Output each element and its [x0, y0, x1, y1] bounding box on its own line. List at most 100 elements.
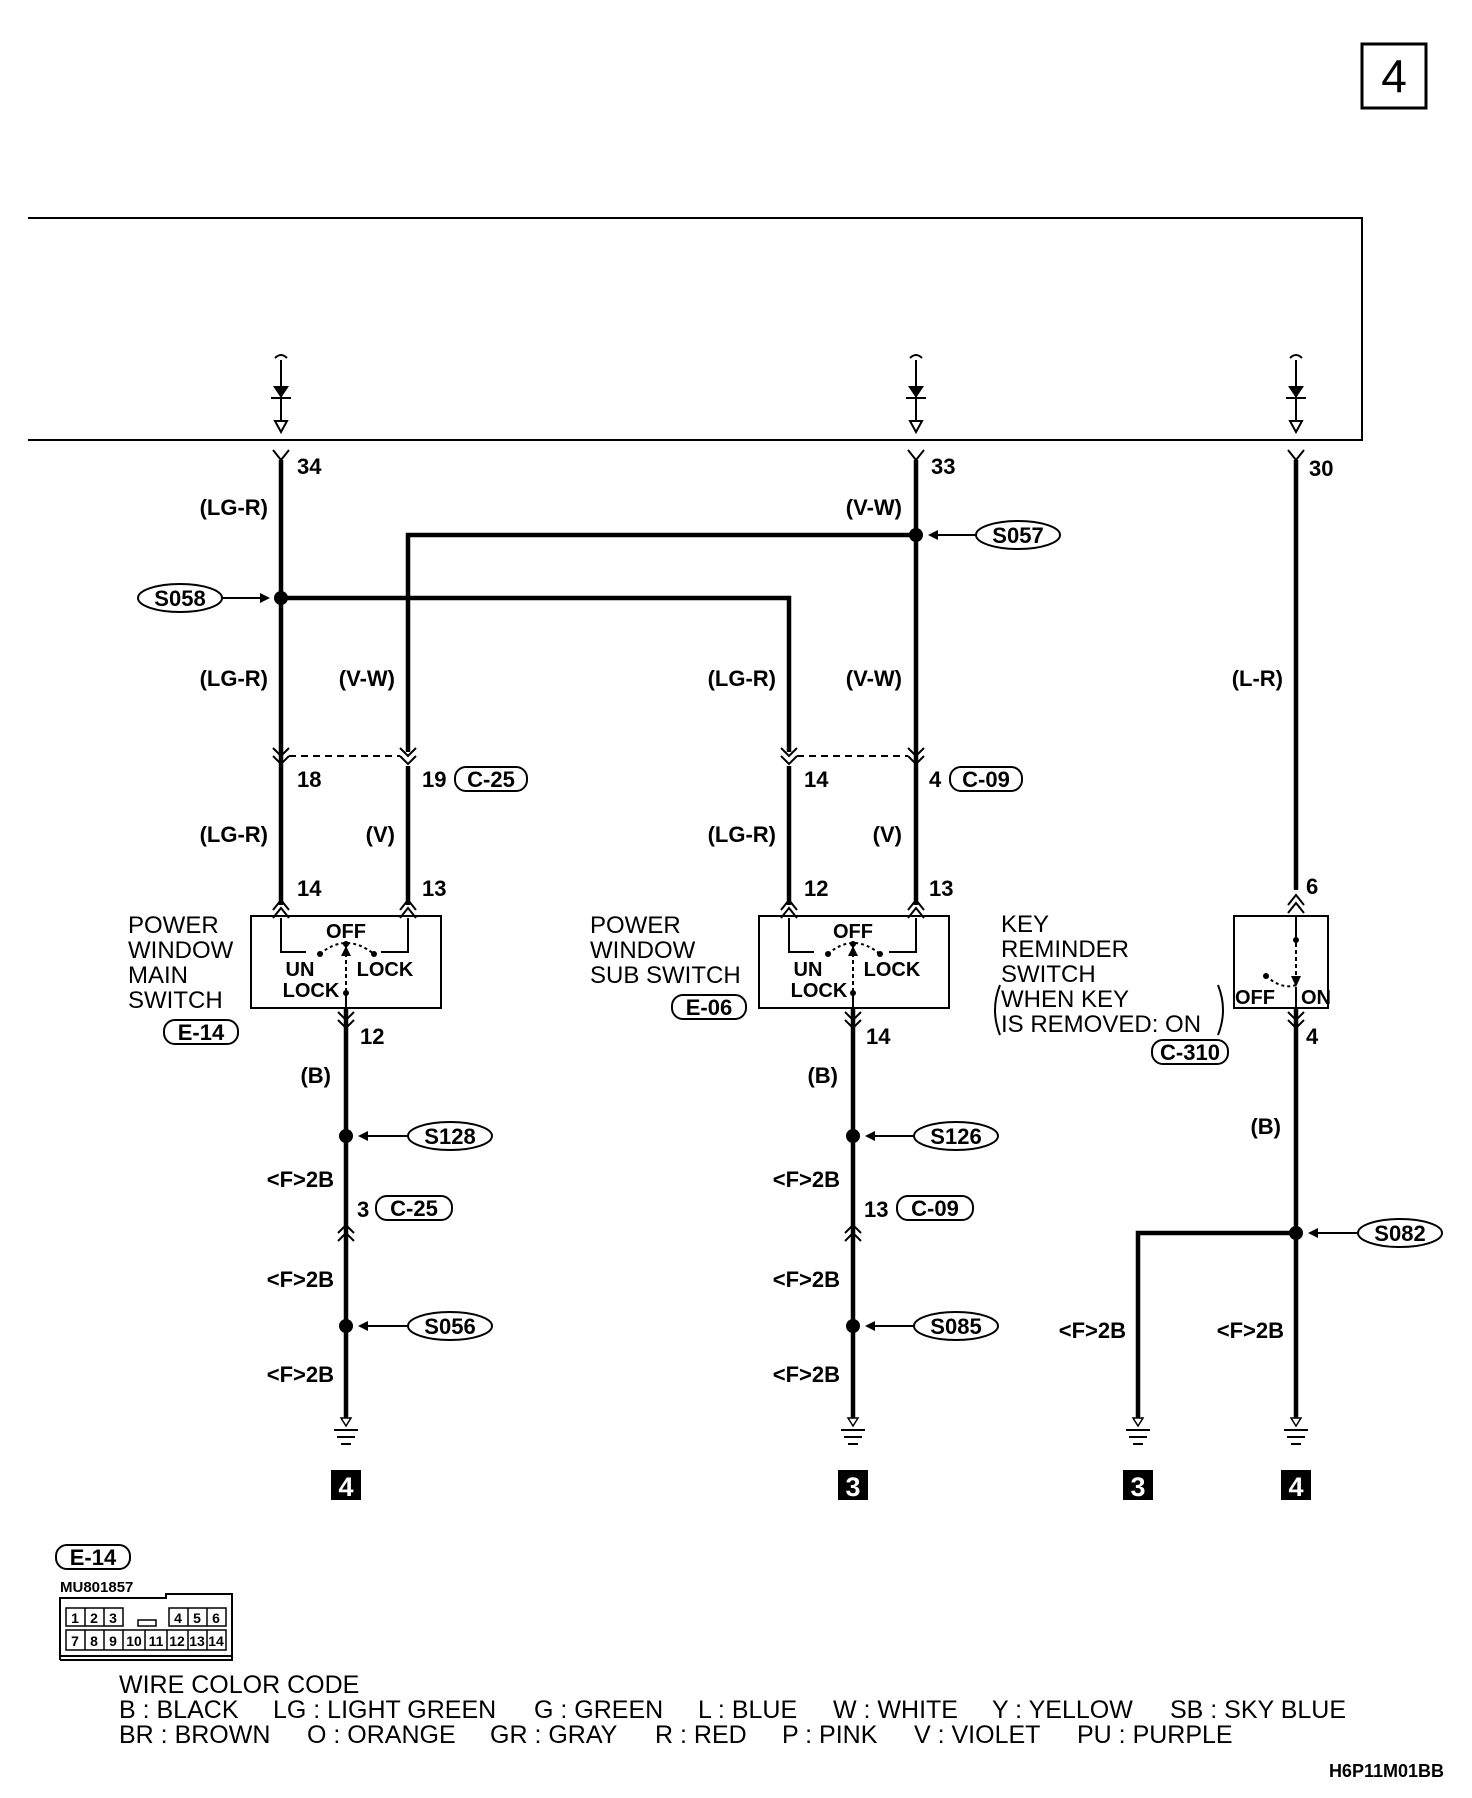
pinout-connector-code: E-14	[70, 1545, 117, 1570]
terminal-34: 34	[297, 454, 322, 479]
terminal-12-sub: 12	[804, 876, 828, 901]
terminal-14-main: 14	[297, 876, 322, 901]
wire-label: <F>2B	[773, 1267, 840, 1292]
connector-code: C-25	[467, 767, 515, 792]
terminal-3-c25: 3	[357, 1197, 369, 1222]
pin-number: 7	[71, 1633, 79, 1649]
wire-label: (B)	[807, 1063, 838, 1088]
sub-switch-lock-label: LOCK	[864, 959, 921, 981]
wire-label: <F>2B	[1059, 1318, 1126, 1343]
main-switch-name-3: MAIN	[128, 962, 188, 989]
wire-label: <F>2B	[267, 1267, 334, 1292]
connector-code: E-14	[178, 1020, 225, 1045]
splice-label: S058	[154, 586, 205, 611]
connector-pinout-e14: E-14 MU801857 1 2 3 4 5 6 7 8 9 10 11 12…	[55, 1544, 233, 1661]
terminal-4-c09: 4	[929, 767, 942, 792]
terminal-30: 30	[1309, 456, 1333, 481]
main-switch-lock-label: LOCK	[357, 959, 414, 981]
terminal-18: 18	[297, 767, 321, 792]
sub-switch-off-label: OFF	[833, 921, 873, 943]
splice-callouts: S057 S058 S128 S056 S126 S085 S082	[137, 520, 1443, 1341]
figure-code: H6P11M01BB	[1329, 1761, 1444, 1781]
terminal-19: 19	[422, 767, 446, 792]
wire-label: (LG-R)	[708, 666, 776, 691]
terminal-13-c09: 13	[864, 1197, 888, 1222]
wire-label: (L-R)	[1232, 666, 1283, 691]
power-window-sub-switch: OFF UN LOCK LOCK POWER WINDOW SUB SWITCH	[590, 912, 950, 1009]
wire-label: <F>2B	[773, 1362, 840, 1387]
key-switch-name-3: SWITCH	[1001, 961, 1096, 988]
wire-label: (LG-R)	[200, 495, 268, 520]
internal-diode-left	[271, 354, 291, 435]
legend-item: PU : PURPLE	[1077, 1721, 1233, 1749]
terminal-14-sub-out: 14	[866, 1024, 891, 1049]
terminal-12-main-out: 12	[360, 1024, 384, 1049]
splice-label: S082	[1374, 1221, 1425, 1246]
splice-label: S085	[930, 1314, 981, 1339]
sub-switch-un-label: UN	[794, 959, 823, 981]
wire-labels: (LG-R) (V-W) (LG-R) (V-W) (LG-R) (V-W) (…	[200, 495, 1284, 1387]
legend-item: L : BLUE	[698, 1696, 797, 1724]
wire-label: (B)	[1250, 1114, 1281, 1139]
connector-part-code: MU801857	[60, 1579, 133, 1596]
wire-label: (V-W)	[846, 495, 902, 520]
ground-symbols: 4 3 3 4	[331, 1417, 1311, 1502]
pin-number: 12	[169, 1633, 185, 1649]
terminal-numbers: 34 33 30 18 19 14 4 14 13 12 13 6 12 14 …	[297, 454, 1333, 1222]
key-reminder-switch: OFF ON KEY REMINDER SWITCH WHEN KEY IS R…	[994, 911, 1331, 1038]
main-switch-off-label: OFF	[326, 921, 366, 943]
wire-label: (LG-R)	[708, 822, 776, 847]
legend-title: WIRE COLOR CODE	[119, 1671, 359, 1699]
connector-code: C-310	[1160, 1040, 1220, 1065]
wires	[278, 460, 1299, 1418]
internal-diode-middle	[906, 354, 926, 435]
splice-label: S056	[424, 1314, 475, 1339]
main-switch-name-2: WINDOW	[128, 937, 234, 964]
legend-item: GR : GRAY	[490, 1721, 618, 1749]
pin-number: 11	[149, 1633, 164, 1649]
wire-color-legend: WIRE COLOR CODE B : BLACK LG : LIGHT GRE…	[119, 1671, 1346, 1749]
sub-switch-name-3: SUB SWITCH	[590, 962, 741, 989]
terminal-6-key: 6	[1306, 874, 1318, 899]
pin-number: 14	[208, 1633, 224, 1649]
legend-item: BR : BROWN	[119, 1721, 270, 1749]
legend-item: R : RED	[655, 1721, 747, 1749]
sub-switch-name-1: POWER	[590, 912, 681, 939]
splice-label: S128	[424, 1124, 475, 1149]
wire-label: <F>2B	[267, 1362, 334, 1387]
wire-label: (V-W)	[846, 666, 902, 691]
connector-code: C-25	[390, 1196, 438, 1221]
terminal-4-key-out: 4	[1306, 1024, 1319, 1049]
pin-number: 13	[189, 1633, 205, 1649]
control-unit-box	[28, 217, 1363, 441]
page-number-box: 4	[1360, 42, 1428, 110]
main-switch-name-4: SWITCH	[128, 987, 223, 1014]
wire-label: (LG-R)	[200, 822, 268, 847]
ground-id: 4	[1288, 1472, 1303, 1502]
ground-id: 3	[1130, 1472, 1145, 1502]
pin-number: 2	[90, 1610, 98, 1626]
sub-switch-name-2: WINDOW	[590, 937, 696, 964]
pin-number: 4	[174, 1610, 182, 1626]
pin-number: 1	[71, 1610, 79, 1626]
pin-number: 6	[212, 1610, 220, 1626]
legend-item: O : ORANGE	[307, 1721, 456, 1749]
wire-label: (B)	[300, 1063, 331, 1088]
wire-label: <F>2B	[1217, 1318, 1284, 1343]
key-switch-name-1: KEY	[1001, 911, 1049, 938]
terminal-13-sub: 13	[929, 876, 953, 901]
legend-item: P : PINK	[782, 1721, 878, 1749]
terminal-14-c09: 14	[804, 767, 829, 792]
key-switch-off-label: OFF	[1235, 987, 1275, 1009]
legend-item: Y : YELLOW	[992, 1696, 1133, 1724]
connector-code: C-09	[911, 1196, 959, 1221]
connector-code: C-09	[962, 767, 1010, 792]
legend-item: LG : LIGHT GREEN	[273, 1696, 496, 1724]
power-window-main-switch: OFF UN LOCK LOCK POWER WINDOW MAIN SWITC…	[128, 912, 442, 1014]
wire-label: (V-W)	[339, 666, 395, 691]
key-switch-name-5: IS REMOVED: ON	[1001, 1011, 1201, 1038]
wire-label: <F>2B	[267, 1167, 334, 1192]
connector-codes: C-25 C-09 E-14 E-06 C-310 C-25 C-09	[163, 766, 1229, 1221]
splice-label: S057	[992, 523, 1043, 548]
